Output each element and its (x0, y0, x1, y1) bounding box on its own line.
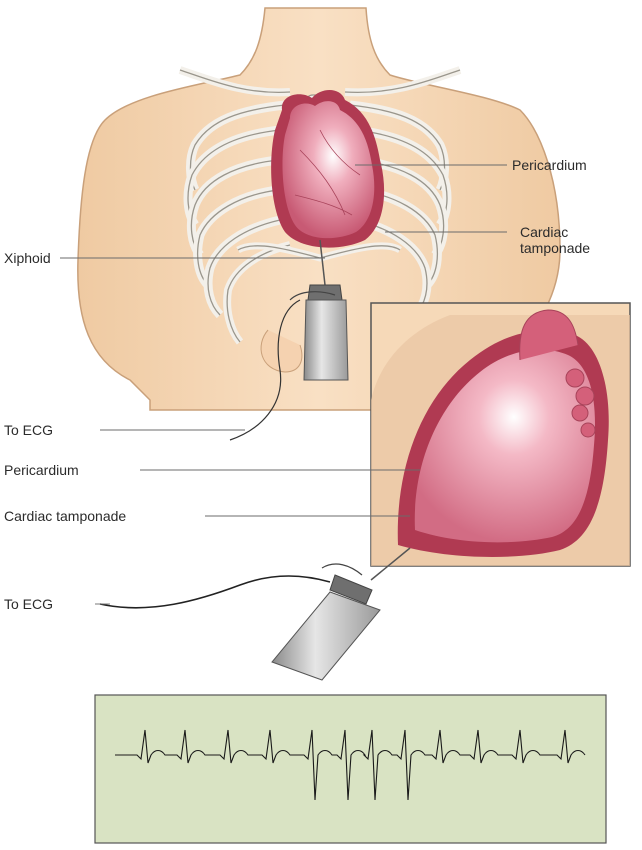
label-to-ecg-top: To ECG (4, 422, 53, 438)
ecg-wire-bottom (100, 576, 330, 608)
label-pericardium-top: Pericardium (512, 157, 587, 173)
label-cardiac-tamponade-top-line2: tamponade (520, 240, 590, 256)
ecg-panel (95, 695, 606, 843)
inset-panel (371, 303, 630, 580)
label-to-ecg-bottom: To ECG (4, 596, 53, 612)
label-xiphoid: Xiphoid (4, 250, 51, 266)
label-cardiac-tamponade-inset: Cardiac tamponade (4, 508, 126, 524)
label-pericardium-inset: Pericardium (4, 462, 79, 478)
label-cardiac-tamponade-top-line1: Cardiac (520, 224, 590, 240)
label-cardiac-tamponade-top: Cardiac tamponade (520, 224, 590, 256)
